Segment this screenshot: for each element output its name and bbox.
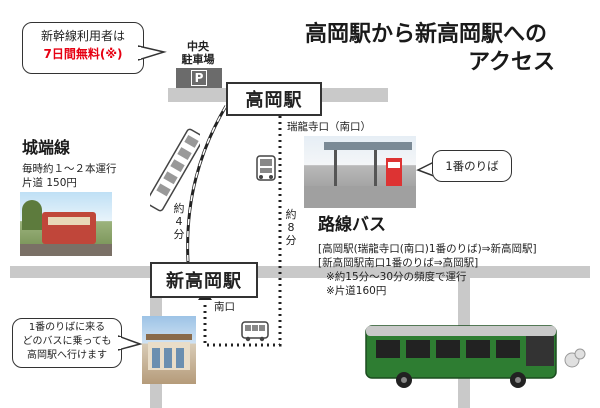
parking-label: 中央 駐車場 <box>178 40 218 66</box>
parking-label-line-1: 中央 <box>187 40 209 53</box>
bus-stop-bubble: 1番のりば <box>432 150 512 182</box>
route-bus-line-2: [新高岡駅南口1番のりば⇒高岡駅] <box>318 257 479 269</box>
train-time-1: 約 <box>173 202 185 215</box>
bus-time-2: 8 <box>287 221 295 234</box>
route-bus-line-4: ※片道160円 <box>326 285 387 297</box>
bus-icon-bottom <box>241 321 269 342</box>
bus-stop-bubble-text: 1番のりば <box>445 159 499 173</box>
return-info-line-1: 1番のりばに来る <box>28 322 106 333</box>
title-line-1: 高岡駅から新高岡駅への <box>305 21 548 47</box>
train-time: 約 4 分 <box>172 202 186 241</box>
return-info-line-2: どのバスに乗っても <box>22 336 112 347</box>
jouhana-line-info: 城端線 毎時約１～２本運行 片道 150円 <box>22 138 152 190</box>
jouhana-line-detail-2: 片道 150円 <box>22 177 77 189</box>
bubble-tail-parking <box>138 45 167 61</box>
return-info-bubble: 1番のりばに来る どのバスに乗っても 高岡駅へ行けます <box>12 318 122 368</box>
bubble-tail-return <box>118 335 142 351</box>
bus-stop-photo <box>304 136 416 208</box>
train-photo <box>20 192 112 256</box>
parking-symbol: P <box>190 70 208 86</box>
shin-takaoka-station-label: 新高岡駅 <box>166 271 242 292</box>
parking-notice-line-1: 新幹線利用者は <box>40 29 125 43</box>
title-line-2: アクセス <box>468 49 555 75</box>
train-time-3: 分 <box>173 228 185 241</box>
parking-notice-line-2: 7日間無料(※) <box>43 47 123 61</box>
south-exit-label: 南口 <box>214 301 235 313</box>
route-bus-line-3: ※約15分～30分の頻度で運行 <box>326 271 467 283</box>
bus-time-1: 約 <box>285 208 297 221</box>
parking-notice-bubble: 新幹線利用者は 7日間無料(※) <box>22 22 144 74</box>
train-time-2: 4 <box>175 215 183 228</box>
route-bus-line-1: [高岡駅(瑞龍寺口(南口)1番のりば)⇒新高岡駅] <box>318 243 537 255</box>
zuiryuji-exit-label: 瑞龍寺口（南口） <box>287 121 371 133</box>
train-icon <box>150 128 200 212</box>
bus-icon-top <box>256 155 276 181</box>
parking-p-icon: P <box>176 68 222 88</box>
shin-takaoka-station-photo <box>142 316 196 384</box>
takaoka-station: 高岡駅 <box>226 82 322 116</box>
bus-time-3: 分 <box>285 234 297 247</box>
jouhana-line-name: 城端線 <box>22 138 71 157</box>
route-bus-info: 路線バス [高岡駅(瑞龍寺口(南口)1番のりば)⇒新高岡駅] [新高岡駅南口1番… <box>318 214 588 298</box>
takaoka-station-label: 高岡駅 <box>245 90 303 111</box>
route-bus-name: 路線バス <box>318 215 386 235</box>
parking-label-line-2: 駐車場 <box>181 53 215 66</box>
bus-time: 約 8 分 <box>284 208 298 247</box>
return-info-line-3: 高岡駅へ行けます <box>27 350 107 361</box>
shin-takaoka-station: 新高岡駅 <box>150 262 258 298</box>
route-bus-illustration <box>365 325 586 388</box>
page-title: 高岡駅から新高岡駅への アクセス <box>305 20 595 76</box>
jouhana-line-detail-1: 毎時約１～２本運行 <box>22 163 117 175</box>
